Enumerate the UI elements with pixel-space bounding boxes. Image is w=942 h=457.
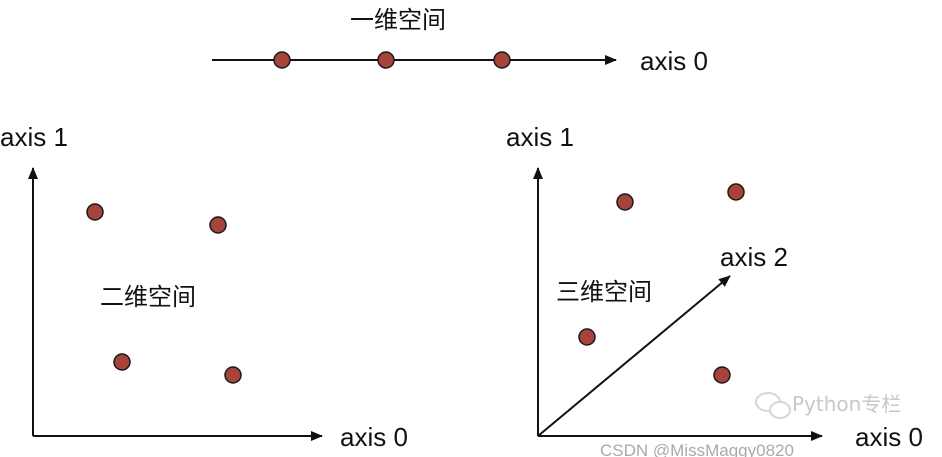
- point: [616, 193, 634, 211]
- csdn-watermark: CSDN @MissMaggy0820: [600, 441, 794, 457]
- one-d-axis0-label: axis 0: [640, 46, 708, 76]
- wechat-watermark: Python专栏: [755, 392, 901, 419]
- two-d-points: [86, 203, 242, 384]
- three-d-axis1-label: axis 1: [506, 122, 574, 152]
- point: [273, 51, 291, 69]
- point: [209, 216, 227, 234]
- point: [493, 51, 511, 69]
- point: [377, 51, 395, 69]
- two-d-axis0-label: axis 0: [340, 422, 408, 452]
- two-d-axis1-label: axis 1: [0, 122, 68, 152]
- point: [113, 353, 131, 371]
- point: [86, 203, 104, 221]
- three-d-axis2-label: axis 2: [720, 242, 788, 272]
- three-d-title: 三维空间: [556, 278, 652, 306]
- point: [727, 183, 745, 201]
- one-d-title: 一维空间: [350, 6, 446, 34]
- wechat-watermark-text: Python专栏: [792, 392, 901, 416]
- three-d-axis0-label: axis 0: [855, 422, 923, 452]
- point: [224, 366, 242, 384]
- point: [578, 328, 596, 346]
- two-d-title: 二维空间: [100, 283, 196, 311]
- three-d-axis2-arrow: [537, 275, 731, 437]
- one-d-points: [273, 51, 511, 69]
- three-d-points: [578, 183, 745, 384]
- point: [713, 366, 731, 384]
